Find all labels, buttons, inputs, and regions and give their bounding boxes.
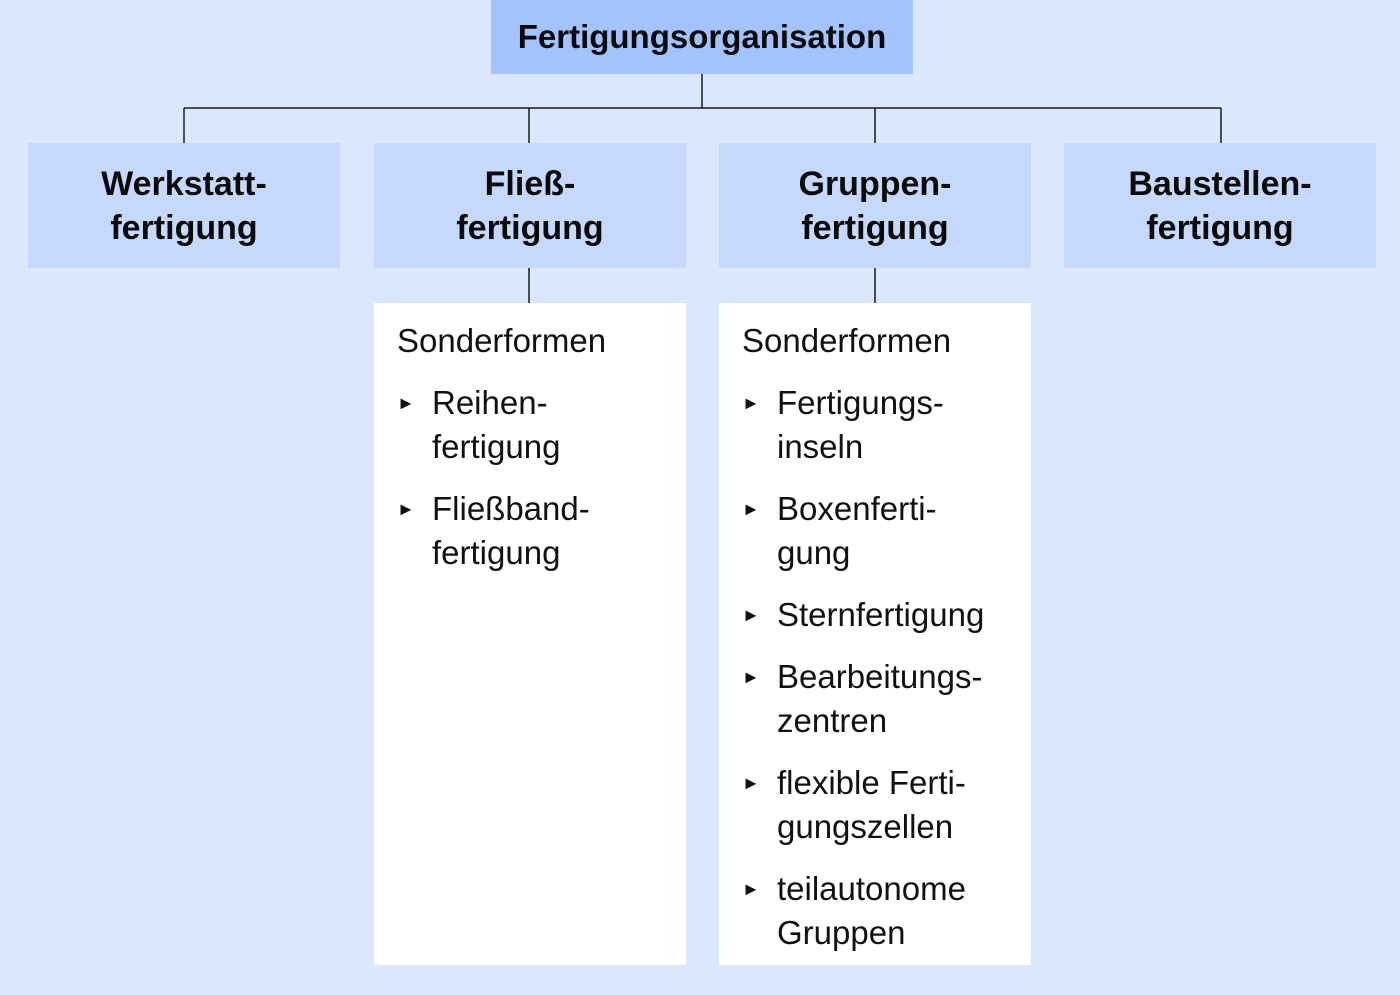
list-item: ► Fertigungs- inseln (742, 381, 1009, 469)
panel-gruppenfertigung-sonderformen: Sonderformen ► Fertigungs- inseln ► Boxe… (719, 303, 1031, 965)
category-label-line2: fertigung (801, 208, 949, 247)
list-item: ► Fließband- fertigung (397, 487, 664, 575)
list-item-line2: Gruppen (777, 914, 906, 951)
triangle-right-icon: ► (742, 499, 760, 519)
category-label-line2: fertigung (1146, 208, 1294, 247)
panel-fliessfertigung-sonderformen: Sonderformen ► Reihen- fertigung ► Fließ… (374, 303, 686, 965)
triangle-right-icon: ► (742, 393, 760, 413)
category-fliessfertigung: Fließ- fertigung (374, 143, 686, 268)
list-item-line1: flexible Ferti- (777, 764, 966, 801)
list-item: ► Bearbeitungs- zentren (742, 655, 1009, 743)
triangle-right-icon: ► (742, 773, 760, 793)
category-label-line1: Fließ- (484, 164, 576, 203)
list-item-line1: Boxenferti- (777, 490, 937, 527)
category-label-line1: Baustellen- (1128, 164, 1312, 203)
list-item-line2: fertigung (432, 428, 561, 465)
list-item-line1: Bearbeitungs- (777, 658, 983, 695)
list-item: ► Boxenferti- gung (742, 487, 1009, 575)
list-item-line2: zentren (777, 702, 888, 739)
root-node: Fertigungsorganisation (491, 0, 913, 74)
category-gruppenfertigung: Gruppen- fertigung (719, 143, 1031, 268)
list-item-line1: Sternfertigung (777, 596, 985, 633)
list-item-line1: teilautonome (777, 870, 966, 907)
list-item: ► Reihen- fertigung (397, 381, 664, 469)
category-label-line1: Werkstatt- (101, 164, 267, 203)
list-item-line2: gung (777, 534, 851, 571)
list-item: ► flexible Ferti- gungszellen (742, 761, 1009, 849)
panel-title: Sonderformen (397, 322, 607, 359)
category-label-line2: fertigung (110, 208, 258, 247)
list-item-line1: Reihen- (432, 384, 548, 421)
triangle-right-icon: ► (742, 667, 760, 687)
category-label-line2: fertigung (456, 208, 604, 247)
list-item-line2: inseln (777, 428, 864, 465)
panel-title: Sonderformen (742, 322, 952, 359)
list-item-line2: fertigung (432, 534, 561, 571)
list-item-line1: Fließband- (432, 490, 590, 527)
category-label-line1: Gruppen- (798, 164, 952, 203)
list-item: ► Sternfertigung (742, 593, 1009, 637)
category-baustellenfertigung: Baustellen- fertigung (1064, 143, 1376, 268)
root-label: Fertigungsorganisation (517, 18, 887, 55)
category-werkstattfertigung: Werkstatt- fertigung (28, 143, 340, 268)
list-item-line2: gungszellen (777, 808, 954, 845)
triangle-right-icon: ► (742, 879, 760, 899)
list-item: ► teilautonome Gruppen (742, 867, 1009, 955)
triangle-right-icon: ► (397, 393, 415, 413)
list-item-line1: Fertigungs- (777, 384, 944, 421)
triangle-right-icon: ► (742, 605, 760, 625)
triangle-right-icon: ► (397, 499, 415, 519)
